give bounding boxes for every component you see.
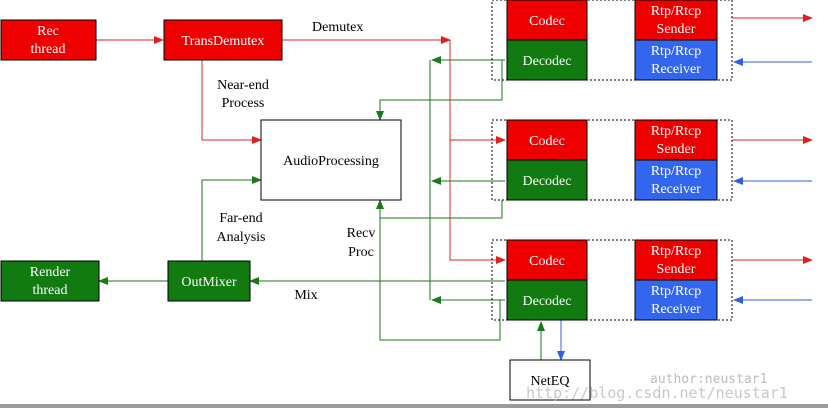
transdemutex-box: TransDemutex <box>163 19 283 61</box>
channel-2-receiver-label-line1: Rtp/Rtcp <box>651 164 702 179</box>
watermark-url: http://blog.csdn.net/neustar1 <box>526 384 788 402</box>
decodec1-recv-proc-line <box>376 60 503 121</box>
far-end-analysis-arrow <box>201 176 262 261</box>
audioprocessing-label: AudioProcessing <box>283 154 379 169</box>
channel-1: Codec Decodec Rtp/Rtcp Sender Rtp/Rtcp R… <box>491 0 733 81</box>
channel-1-receiver-label-line2: Receiver <box>651 62 701 77</box>
render-thread-label-line2: thread <box>33 283 68 298</box>
channel-3-sender-label-line2: Sender <box>657 262 696 277</box>
channel-2-sender-label-line2: Sender <box>657 142 696 157</box>
rec-thread-label-line1: Rec <box>37 24 59 39</box>
decodec2-recv-proc-line <box>376 199 503 219</box>
far-end-label-line1: Far-end <box>219 211 262 226</box>
recv-proc-label-line1: Recv <box>347 226 376 241</box>
channel-3-decodec-label: Decodec <box>523 294 572 309</box>
channel-3-receiver-label-line1: Rtp/Rtcp <box>651 284 702 299</box>
rec-thread-label-line2: thread <box>31 42 66 57</box>
demutex-trunk <box>449 40 506 264</box>
channel-1-sender-label-line1: Rtp/Rtcp <box>651 4 702 19</box>
channel-3: Codec Decodec Rtp/Rtcp Sender Rtp/Rtcp R… <box>491 239 733 321</box>
channel-2-decodec-label: Decodec <box>523 174 572 189</box>
channel-1-receiver-label-line1: Rtp/Rtcp <box>651 44 702 59</box>
channel-3-receiver-label-line2: Receiver <box>651 302 701 317</box>
outmixer-box: OutMixer <box>167 260 251 302</box>
near-end-label-line1: Near-end <box>217 78 269 93</box>
channel-3-codec-label: Codec <box>529 254 565 269</box>
channel-2: Codec Decodec Rtp/Rtcp Sender Rtp/Rtcp R… <box>491 119 733 201</box>
near-end-label-line2: Process <box>222 96 265 111</box>
channel-1-sender-label-line2: Sender <box>657 22 696 37</box>
render-thread-box: Render thread <box>0 260 100 302</box>
rec-thread-box: Rec thread <box>0 19 97 61</box>
neteq-label: NetEQ <box>531 374 570 389</box>
mix-label: Mix <box>294 288 317 303</box>
channel-1-decodec-label: Decodec <box>523 54 572 69</box>
channel-2-codec-label: Codec <box>529 134 565 149</box>
watermark-author: author:neustar1 <box>650 372 767 387</box>
channel-2-sender-label-line1: Rtp/Rtcp <box>651 124 702 139</box>
recv-proc-bus <box>379 200 501 341</box>
transdemutex-label: TransDemutex <box>182 34 265 49</box>
neteq-box: NetEQ <box>509 359 591 401</box>
audioprocessing-box: AudioProcessing <box>260 119 402 201</box>
near-end-process-arrow <box>201 60 262 144</box>
far-end-label-line2: Analysis <box>217 230 266 245</box>
render-thread-label-line1: Render <box>30 265 71 280</box>
demutex-label: Demutex <box>312 20 363 35</box>
channel-3-sender-label-line1: Rtp/Rtcp <box>651 244 702 259</box>
recv-proc-label-line2: Proc <box>348 245 374 260</box>
connectors <box>96 14 813 361</box>
channel-1-codec-label: Codec <box>529 14 565 29</box>
bottom-edge <box>0 404 828 408</box>
outmixer-label: OutMixer <box>181 275 237 290</box>
channel-2-receiver-label-line2: Receiver <box>651 182 701 197</box>
